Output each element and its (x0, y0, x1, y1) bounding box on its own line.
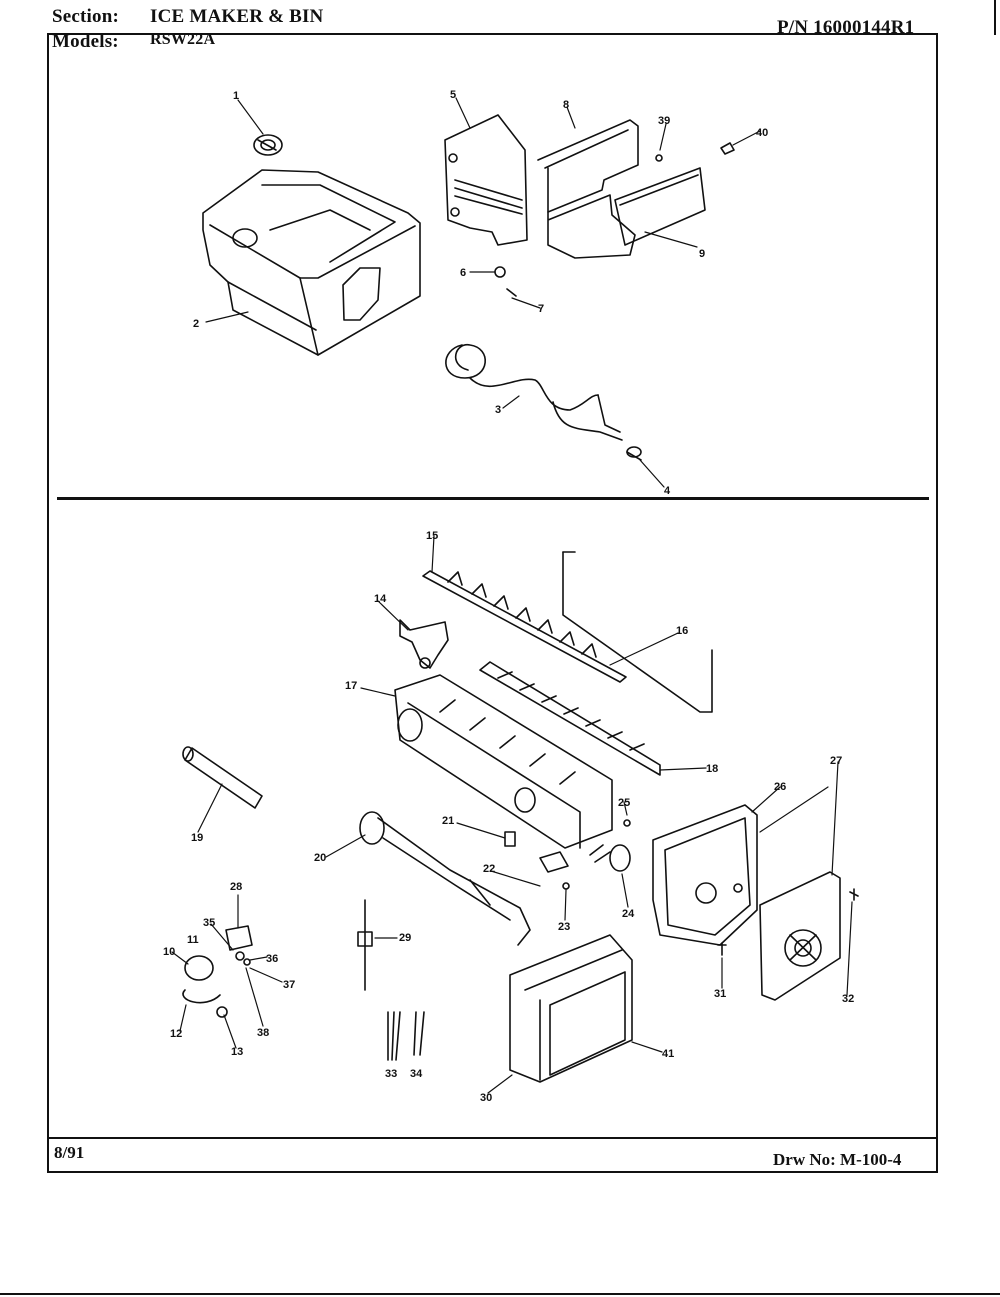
part-4-fitting (626, 446, 642, 461)
part-8-bin-shelf (537, 119, 639, 259)
callout-10: 10 (163, 946, 175, 958)
callout-28: 28 (230, 881, 242, 893)
callout-15: 15 (426, 530, 438, 542)
callout-17: 17 (345, 680, 357, 692)
callout-6: 6 (460, 267, 466, 279)
leader-lines (171, 97, 853, 1094)
part-number: P/N 16000144R1 (777, 17, 915, 38)
part-19-heater-tube (182, 746, 263, 809)
callout-39: 39 (658, 115, 670, 127)
callout-9: 9 (699, 248, 705, 260)
callout-20: 20 (314, 852, 326, 864)
part-9-panel (614, 167, 706, 246)
page-edge-mark (994, 0, 996, 35)
page-bottom-rule (0, 1293, 1000, 1295)
section-value: ICE MAKER & BIN (150, 6, 324, 27)
footer-date: 8/91 (54, 1143, 85, 1162)
part-26-motor-housing (652, 804, 758, 946)
part-5-chute-frame (444, 114, 528, 246)
part-15-ejector-blade (422, 570, 627, 683)
callout-12: 12 (170, 1028, 182, 1040)
part-1-knob (253, 134, 283, 156)
part-29-fuse (357, 899, 373, 991)
callout-26: 26 (774, 781, 786, 793)
callout-3: 3 (495, 404, 501, 416)
callout-36: 36 (266, 953, 278, 965)
part-14-bracket (399, 619, 449, 669)
callout-37: 37 (283, 979, 295, 991)
callout-41: 41 (662, 1048, 674, 1060)
part-27-plate (759, 871, 841, 1001)
callout-labels: 1 2 3 4 5 6 7 8 9 39 40 15 14 16 17 18 1… (163, 89, 854, 1104)
callout-35: 35 (203, 917, 215, 929)
models-label: Models: (52, 31, 119, 52)
small-parts-mid (504, 819, 631, 890)
callout-13: 13 (231, 1046, 243, 1058)
part-33-34-screws (387, 1011, 425, 1061)
part-2-ice-bin (202, 169, 421, 356)
callout-14: 14 (374, 593, 387, 605)
part-3-water-line (445, 344, 623, 441)
callout-8: 8 (563, 99, 569, 111)
callout-11: 11 (187, 934, 199, 946)
callout-19: 19 (191, 832, 203, 844)
models-value: RSW22A (150, 31, 216, 48)
callout-5: 5 (450, 89, 456, 101)
callout-30: 30 (480, 1092, 492, 1104)
callout-32: 32 (842, 993, 854, 1005)
small-parts-upper (494, 142, 735, 297)
callout-25: 25 (618, 797, 630, 809)
part-16-cover (562, 551, 713, 713)
callout-7: 7 (538, 303, 544, 315)
callout-2: 2 (193, 318, 199, 330)
callout-31: 31 (714, 988, 726, 1000)
callout-40: 40 (756, 127, 768, 139)
part-31-screw (717, 942, 727, 956)
callout-18: 18 (706, 763, 718, 775)
part-20-harness (359, 811, 531, 946)
diagram-frame (47, 33, 938, 1173)
switch-assembly-parts (182, 925, 253, 1018)
callout-4: 4 (664, 485, 671, 497)
part-18-rack (479, 661, 661, 776)
drawing-number: Drw No: M-100-4 (773, 1150, 902, 1169)
callout-16: 16 (676, 625, 688, 637)
part-41-cover (509, 934, 633, 1083)
callout-22: 22 (483, 863, 495, 875)
callout-33: 33 (385, 1068, 397, 1080)
callout-29: 29 (399, 932, 411, 944)
callout-34: 34 (410, 1068, 423, 1080)
callout-23: 23 (558, 921, 570, 933)
section-label: Section: (52, 6, 120, 27)
part-17-mold (394, 674, 613, 849)
footer-divider (49, 1137, 936, 1139)
section-divider (57, 497, 929, 500)
callout-21: 21 (442, 815, 454, 827)
callout-1: 1 (233, 90, 239, 102)
callout-38: 38 (257, 1027, 269, 1039)
callout-27: 27 (830, 755, 842, 767)
part-32-screw (849, 888, 859, 901)
callout-24: 24 (622, 908, 635, 920)
